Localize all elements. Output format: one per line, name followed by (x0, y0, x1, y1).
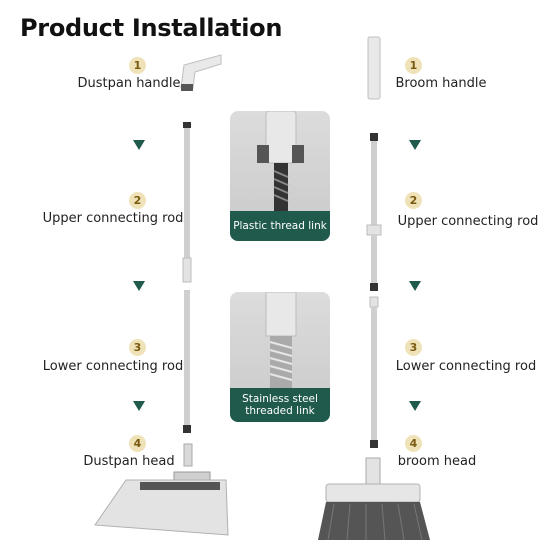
step-badge-left-2: 2 (129, 192, 146, 209)
step-badge-right-3: 3 (405, 339, 422, 356)
step-badge-right-2: 2 (405, 192, 422, 209)
step-badge-right-4: 4 (405, 435, 422, 452)
step-badge-left-1: 1 (129, 57, 146, 74)
step-label-dustpan-handle: Dustpan handle (44, 76, 214, 91)
page-title: Product Installation (20, 14, 282, 42)
left-rod-icon (183, 122, 191, 433)
step-label-upper-rod-left: Upper connecting rod (28, 211, 198, 226)
down-arrow-icon (133, 281, 145, 291)
step-badge-left-4: 4 (129, 435, 146, 452)
down-arrow-icon (409, 401, 421, 411)
step-label-broom-handle: Broom handle (361, 76, 521, 91)
step-label-upper-rod-right: Upper connecting rod (388, 214, 548, 229)
down-arrow-icon (409, 281, 421, 291)
broom-head-icon (318, 458, 430, 540)
right-rod-icon (367, 133, 381, 448)
step-badge-left-3: 3 (129, 339, 146, 356)
down-arrow-icon (409, 140, 421, 150)
step-label-lower-rod-right: Lower connecting rod (386, 359, 546, 374)
down-arrow-icon (133, 140, 145, 150)
inset-caption: Plastic thread link (230, 211, 330, 241)
step-label-lower-rod-left: Lower connecting rod (28, 359, 198, 374)
step-badge-right-1: 1 (405, 57, 422, 74)
step-label-dustpan-head: Dustpan head (44, 454, 214, 469)
down-arrow-icon (133, 401, 145, 411)
step-label-broom-head: broom head (357, 454, 517, 469)
plastic-thread-inset: Plastic thread link (230, 111, 330, 241)
